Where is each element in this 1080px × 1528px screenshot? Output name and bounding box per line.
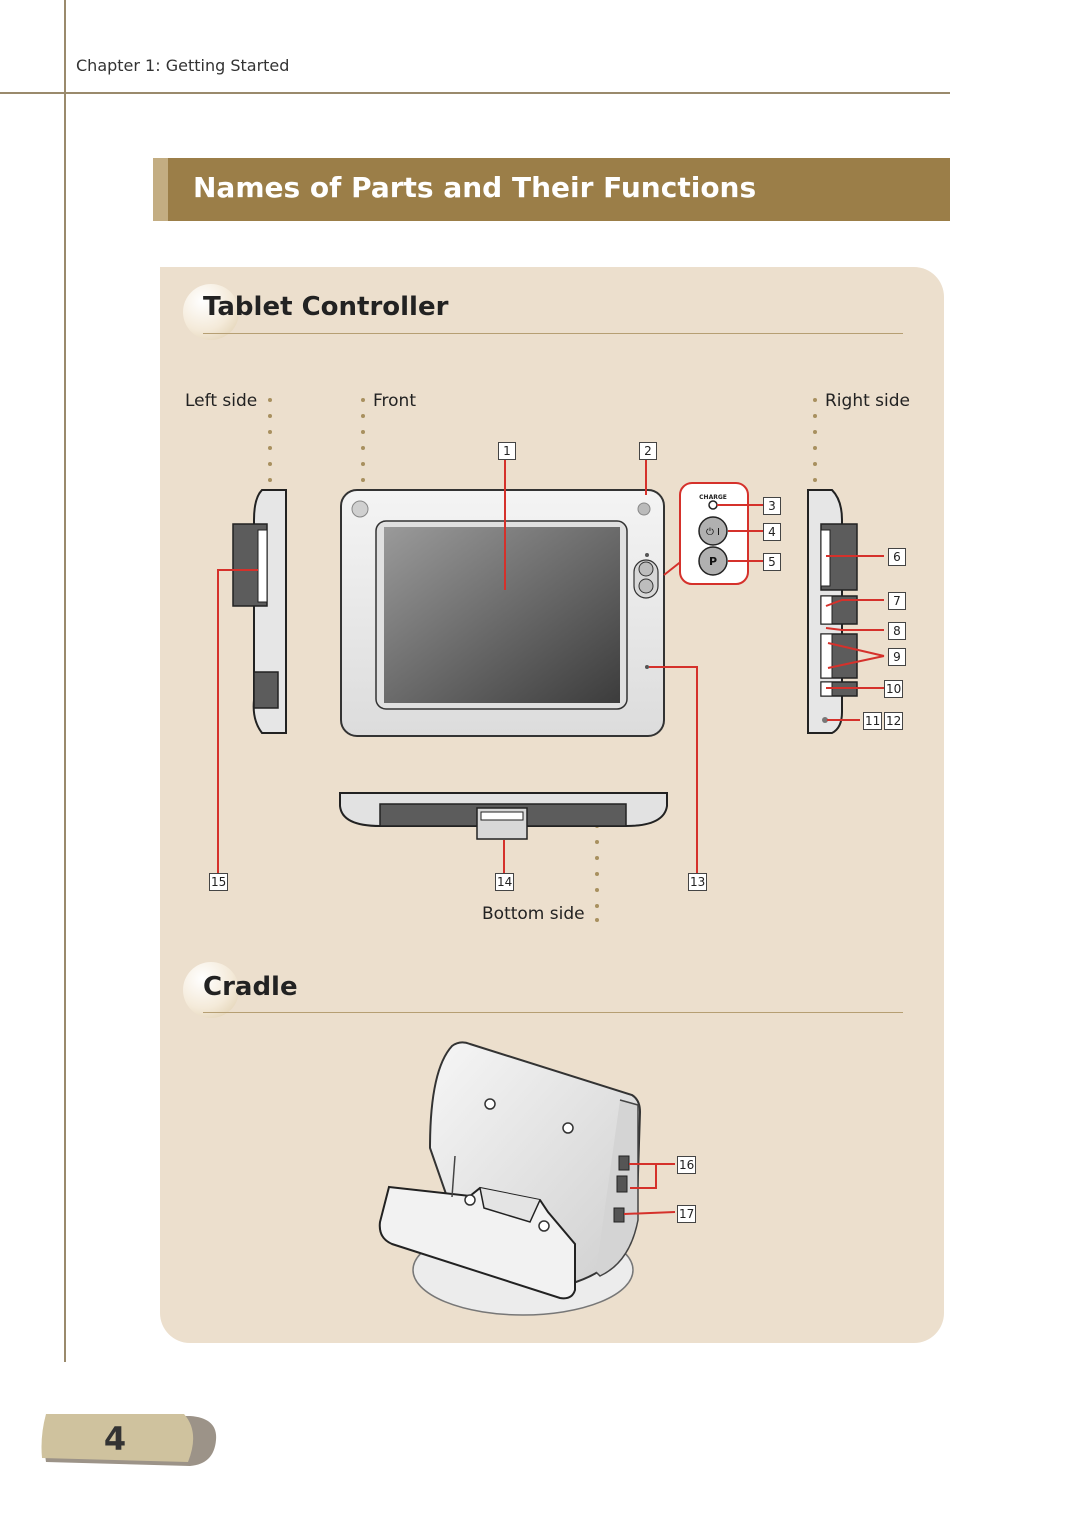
cradle-illustration — [378, 1041, 676, 1316]
label-front: Front — [373, 391, 416, 411]
section-rule-tablet — [203, 333, 903, 334]
callout-14: 14 — [495, 873, 515, 891]
section-heading-cradle: Cradle — [203, 972, 298, 1002]
callout-4: 4 — [763, 523, 781, 541]
tablet-right-side-illustration — [807, 489, 858, 734]
callout-10: 10 — [884, 680, 904, 698]
tablet-left-side-illustration — [232, 489, 287, 734]
page-tab-shape — [41, 1414, 217, 1466]
chapter-header: Chapter 1: Getting Started — [76, 56, 290, 75]
banner-tab — [153, 158, 168, 221]
callout-1: 1 — [498, 442, 516, 460]
callout-lines — [217, 458, 885, 873]
title-banner: Names of Parts and Their Functions — [153, 158, 950, 221]
section-heading-tablet: Tablet Controller — [203, 292, 449, 322]
section-bullet-cradle — [183, 962, 239, 1018]
callout-7: 7 — [888, 592, 906, 610]
callout-8: 8 — [888, 622, 906, 640]
callout-11: 11 — [863, 712, 883, 730]
label-left-side: Left side — [185, 391, 258, 411]
callout-13: 13 — [688, 873, 708, 891]
callout-12: 12 — [884, 712, 904, 730]
header-rule — [0, 92, 950, 94]
tablet-bottom-side-illustration — [339, 792, 668, 840]
section-rule-cradle — [203, 1012, 903, 1013]
page-number: 4 — [103, 1420, 127, 1458]
callout-17: 17 — [677, 1205, 697, 1223]
callout-15: 15 — [209, 873, 229, 891]
callout-2: 2 — [639, 442, 657, 460]
page-title: Names of Parts and Their Functions — [193, 171, 757, 204]
dotted-leaders — [268, 398, 817, 922]
section-bullet-tablet — [183, 284, 239, 340]
label-bottom-side: Bottom side — [482, 904, 585, 924]
page-number-badge: 4 — [40, 1412, 222, 1468]
callout-9: 9 — [888, 648, 906, 666]
callout-5: 5 — [763, 553, 781, 571]
label-right-side: Right side — [825, 391, 910, 411]
button-closeup-illustration: CHARGE ⏻ I P — [663, 482, 749, 585]
margin-rule-vertical — [64, 0, 66, 1362]
power-button-label: ⏻ I — [706, 527, 720, 538]
charge-label: CHARGE — [699, 494, 727, 501]
p-button-label: P — [709, 555, 717, 568]
callout-3: 3 — [763, 497, 781, 515]
callout-16: 16 — [677, 1156, 697, 1174]
tablet-front-illustration — [340, 489, 665, 737]
callout-6: 6 — [888, 548, 906, 566]
